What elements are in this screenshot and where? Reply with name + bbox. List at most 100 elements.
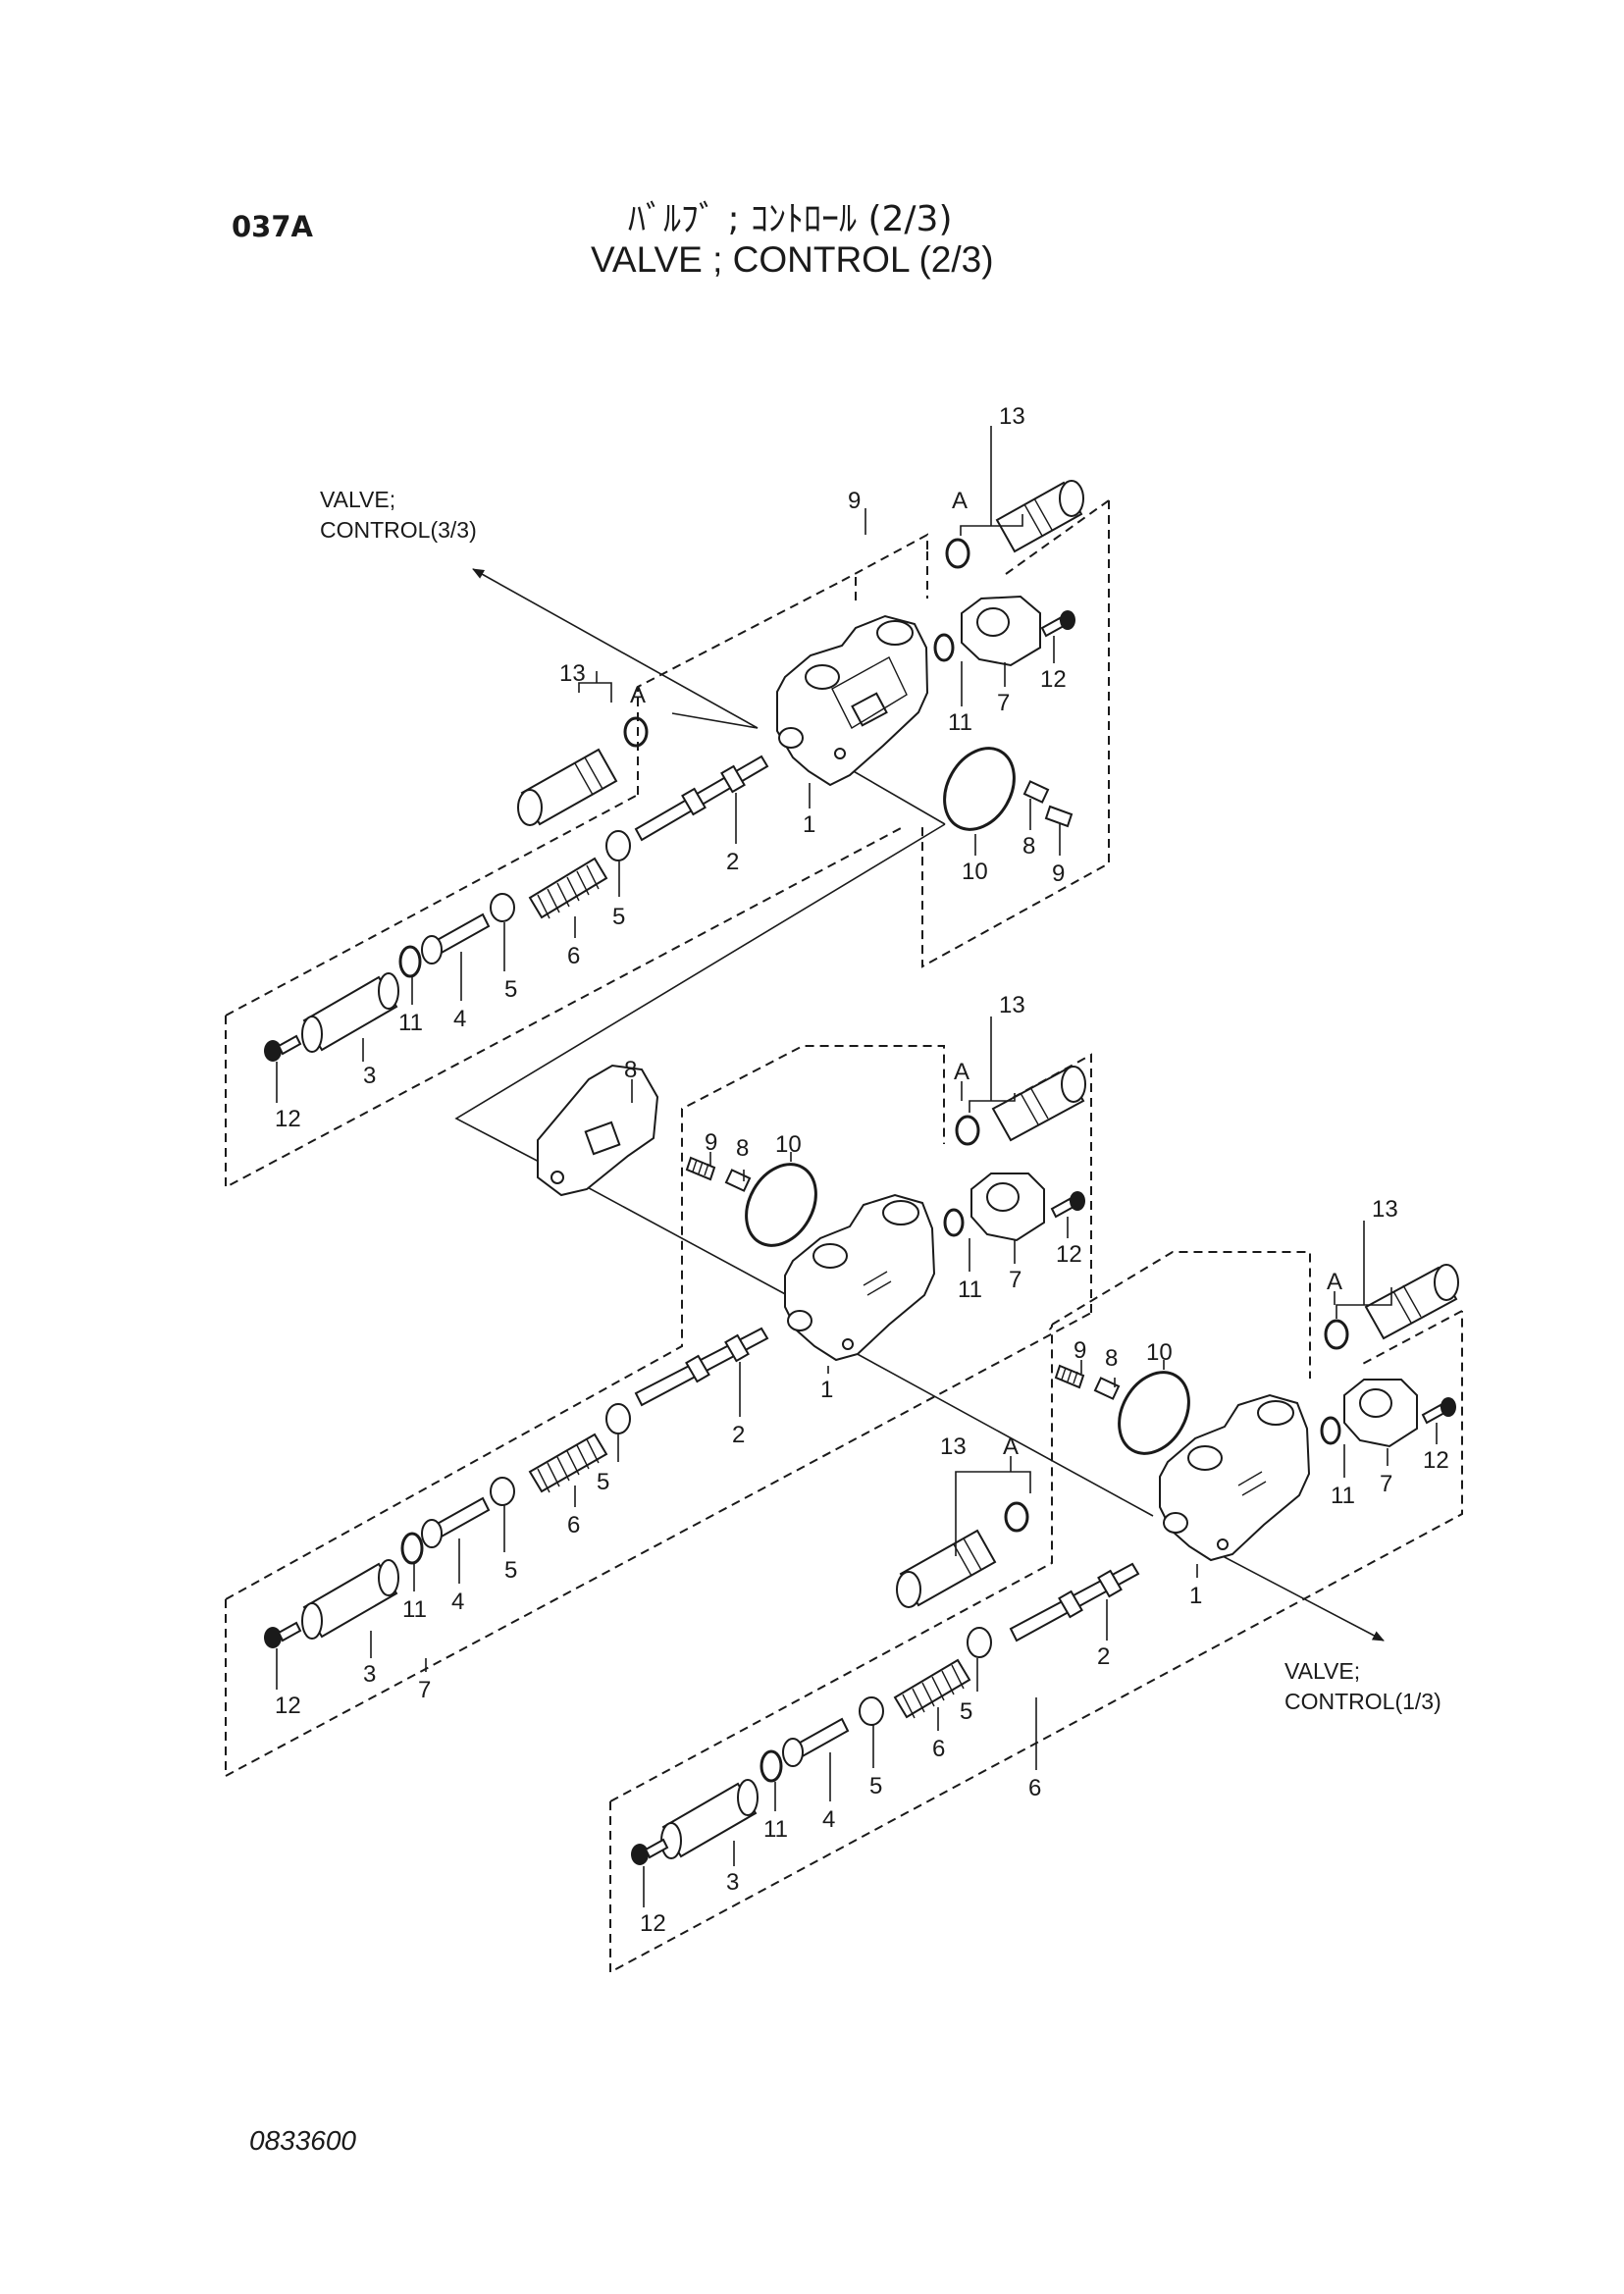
o-ring [623,716,649,748]
callout-label: 12 [275,1693,301,1719]
o-ring [1320,1416,1341,1445]
end-cover [537,1064,659,1197]
callout-label: 6 [1028,1775,1041,1801]
o-ring [933,633,955,662]
callout-label: 3 [726,1869,739,1896]
o-ring [760,1749,783,1783]
callout-label: 12 [1423,1447,1449,1474]
valve-body [776,614,929,787]
callout-label: 5 [597,1469,609,1495]
spool [634,1327,769,1407]
callout-label: 13 [999,403,1025,430]
spool [634,755,769,842]
relief-valve [896,1529,997,1608]
spring [528,1433,608,1493]
callout-label: 5 [960,1698,972,1725]
cover-plate [970,1173,1045,1242]
callout-label: 11 [763,1816,788,1843]
socket-head-screw [264,1621,302,1648]
small-spring [1054,1364,1085,1389]
reference-arrow-control-3-3 [472,568,759,729]
callout-label: 12 [1056,1241,1082,1268]
callout-label: A [630,682,646,708]
o-ring [943,1208,965,1237]
callout-label: 7 [418,1677,431,1703]
plug [724,1169,752,1192]
callout-label: 11 [948,709,972,736]
socket-head-screw [1050,1191,1085,1219]
reference-label-line2: CONTROL(3/3) [320,517,477,543]
callout-label: 5 [612,904,625,930]
callout-label: 7 [1380,1471,1392,1497]
spring-retainer [605,830,631,861]
o-ring-large [943,747,1016,831]
callout-label: 5 [504,976,517,1003]
valve-body [1159,1393,1311,1562]
page-code: 037A [232,210,313,243]
section-1-boundary [225,499,1110,1189]
drawing-number: 0833600 [249,2125,357,2156]
callout-label: 9 [1052,860,1065,887]
spring [528,857,608,919]
spring-retainer [605,1403,631,1434]
reference-arrow-control-1-3 [1201,1544,1385,1642]
callout-label: 6 [932,1736,945,1762]
reference-label-line1: VALVE; [320,487,395,512]
relief-valve [995,480,1084,553]
callout-label: 2 [732,1422,745,1448]
o-ring [1324,1319,1349,1350]
callout-label: 12 [1040,666,1067,693]
callout-label: 10 [962,859,988,885]
page-title-japanese: ﾊﾞﾙﾌﾞ ; ｺﾝﾄﾛｰﾙ (2/3) [628,199,953,239]
spool [1009,1562,1140,1642]
small-spring [1044,805,1074,828]
leader-lines [276,426,1438,1907]
valve-body [784,1193,936,1362]
spring-retainer [490,1477,515,1506]
stopper-bolt [421,912,491,965]
o-ring [400,1532,424,1565]
callout-label: 8 [1022,833,1035,860]
callout-label: 5 [504,1557,517,1584]
cover-plate [1343,1379,1418,1448]
connection-line [853,1351,1154,1517]
stopper-bolt [782,1717,850,1767]
callout-label: 13 [559,660,586,687]
connection-line [568,1176,815,1311]
spring-retainer [490,893,515,922]
o-ring [398,945,422,978]
reference-label-line2: CONTROL(1/3) [1284,1689,1441,1714]
callout-label: 8 [624,1057,637,1083]
page-title-english: VALVE ; CONTROL (2/3) [591,239,994,280]
o-ring [945,538,970,569]
spring-cap [660,1779,759,1859]
callout-label: 4 [451,1589,464,1615]
reference-label-line1: VALVE; [1284,1658,1360,1684]
callout-label: 10 [775,1131,802,1158]
callout-label: 9 [848,488,861,514]
connection-line [454,823,946,1178]
callout-label: 9 [705,1129,717,1156]
callout-label: 12 [640,1910,666,1937]
connection-line [671,712,759,729]
callout-label: 11 [398,1010,423,1036]
callout-label: 10 [1146,1339,1173,1366]
callout-label: 4 [822,1806,835,1833]
spring-cap [301,1559,399,1640]
spring-retainer [859,1696,884,1726]
callout-label: 11 [1331,1483,1355,1509]
socket-head-screw [1421,1397,1456,1425]
callout-label: 1 [1189,1583,1202,1609]
o-ring-large [745,1163,817,1247]
connection-line [851,769,946,825]
relief-valve [517,748,618,826]
o-ring-large [1118,1371,1190,1455]
callout-label: 8 [736,1135,749,1162]
callout-label: 1 [803,811,815,838]
callout-label: 13 [1372,1196,1398,1223]
socket-head-screw [1040,610,1075,638]
spring-retainer [967,1627,992,1658]
callout-label: 2 [1097,1643,1110,1670]
callout-label: 12 [275,1106,301,1132]
